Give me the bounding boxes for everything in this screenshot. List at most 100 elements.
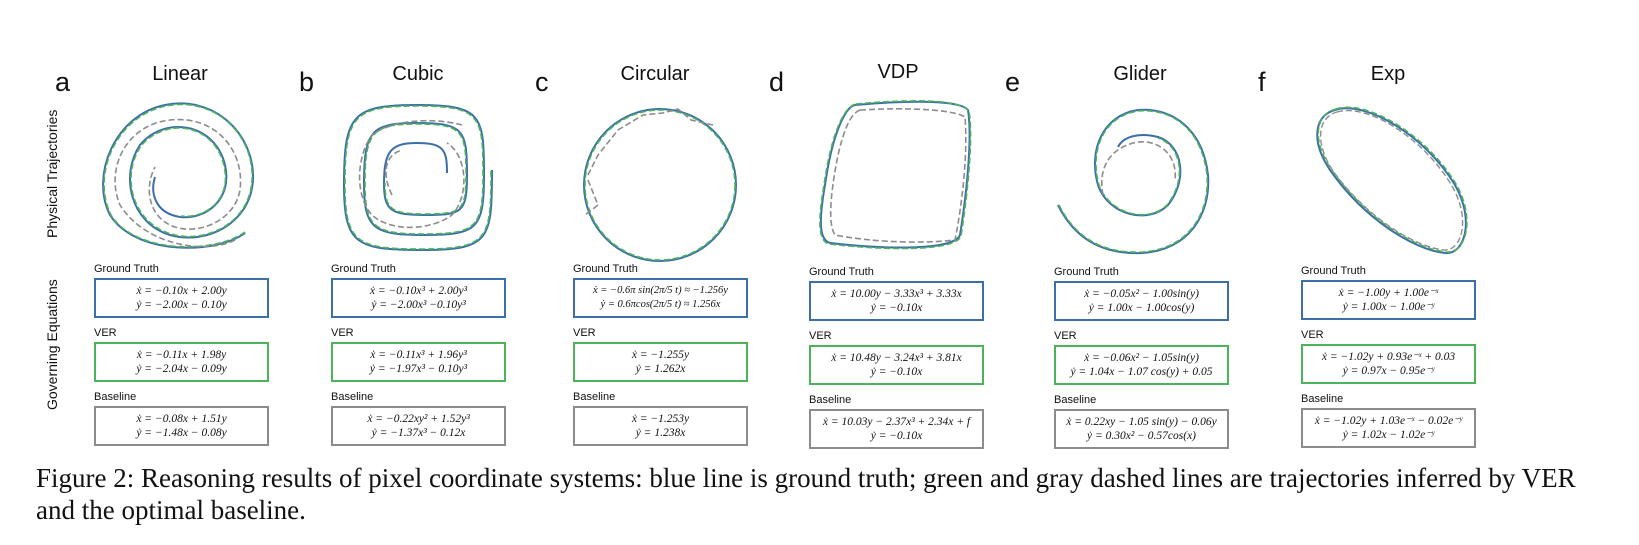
gt-trajectory xyxy=(1057,108,1210,255)
ver-eq-y: ẏ = −1.97x³ − 0.10y³ xyxy=(369,363,468,375)
ver-box: ẋ = −1.255y ẏ = 1.262x xyxy=(573,342,748,382)
baseline-trajectory xyxy=(829,108,967,243)
panel-title-linear: Linear xyxy=(152,63,208,85)
label-ground-truth: Ground Truth xyxy=(331,263,396,275)
label-baseline: Baseline xyxy=(94,391,137,403)
baseline-box: ẋ = −1.02y + 1.03e⁻ˣ − 0.02e⁻ʸ ẏ = 1.02x… xyxy=(1301,408,1476,448)
label-ground-truth: Ground Truth xyxy=(573,263,638,275)
ver-box: ẋ = −0.11x³ + 1.96y³ ẏ = −1.97x³ − 0.10y… xyxy=(331,342,506,382)
panel-title-exp: Exp xyxy=(1370,63,1406,85)
panel-title-vdp: VDP xyxy=(877,61,919,83)
panel-title-cubic: Cubic xyxy=(392,63,444,85)
label-baseline: Baseline xyxy=(1054,394,1097,406)
base-eq-x: ẋ = −0.08x + 1.51y xyxy=(136,413,227,425)
label-baseline: Baseline xyxy=(573,391,616,403)
label-ground-truth: Ground Truth xyxy=(94,263,159,275)
equations-exp: Ground Truth ẋ = −1.00y + 1.00e⁻ˣ ẏ = 1.… xyxy=(1301,264,1476,456)
gt-eq-y: ẏ = −0.10x xyxy=(870,302,923,314)
label-baseline: Baseline xyxy=(331,391,374,403)
ver-box: ẋ = −0.06x² − 1.05sin(y) ẏ = 1.04x − 1.0… xyxy=(1054,345,1229,385)
equations-vdp: Ground Truth ẋ = 10.00y − 3.33x³ + 3.33x… xyxy=(809,265,984,457)
base-eq-x: ẋ = −1.02y + 1.03e⁻ˣ − 0.02e⁻ʸ xyxy=(1314,415,1463,427)
label-ground-truth: Ground Truth xyxy=(1054,266,1119,278)
panel-letter-a: a xyxy=(55,67,71,97)
base-eq-y: ẏ = 1.02x − 1.02e⁻ʸ xyxy=(1342,429,1435,441)
panel-letter-c: c xyxy=(535,67,549,97)
baseline-box: ẋ = 0.22xy − 1.05 sin(y) − 0.06y ẏ = 0.3… xyxy=(1054,409,1229,449)
ver-eq-y: ẏ = 1.04x − 1.07 cos(y) + 0.05 xyxy=(1070,366,1213,378)
gt-eq-x: ẋ = −1.00y + 1.00e⁻ˣ xyxy=(1338,287,1439,299)
baseline-trajectory xyxy=(114,118,242,248)
equations-cubic: Ground Truth ẋ = −0.10x³ + 2.00y³ ẏ = −2… xyxy=(331,262,506,454)
trajectory-plot-cubic xyxy=(342,103,493,252)
panel-letter-d: d xyxy=(769,67,785,97)
baseline-box: ẋ = 10.03y − 2.37x³ + 2.34x + f ẏ = −0.1… xyxy=(809,409,984,449)
base-eq-y: ẏ = 0.30x² − 0.57cos(x) xyxy=(1086,430,1197,442)
ground-truth-box: ẋ = −0.05x² − 1.00sin(y) ẏ = 1.00x − 1.0… xyxy=(1054,281,1229,321)
baseline-trajectory xyxy=(584,108,714,216)
baseline-trajectory xyxy=(358,119,465,229)
label-ver: VER xyxy=(94,327,117,339)
label-ver: VER xyxy=(809,330,832,342)
gt-eq-x: ẋ = 10.00y − 3.33x³ + 3.33x xyxy=(831,288,962,300)
row-label-trajectories: Physical Trajectories xyxy=(44,109,60,238)
ver-trajectory xyxy=(819,100,972,250)
equations-linear: Ground Truth ẋ = −0.10x + 2.00y ẏ = −2.0… xyxy=(94,262,269,454)
base-eq-y: ẏ = −1.37x³ − 0.12x xyxy=(371,427,466,439)
gt-trajectory xyxy=(1316,107,1467,255)
base-eq-y: ẏ = 1.238x xyxy=(635,427,686,439)
ver-trajectory xyxy=(1058,110,1209,253)
equations-circular: Ground Truth ẋ = −0.6π sin(2π/5 t) ≈ −1.… xyxy=(573,262,748,454)
label-ver: VER xyxy=(1054,330,1077,342)
gt-eq-x: ẋ = −0.10x³ + 2.00y³ xyxy=(369,285,468,297)
label-ver: VER xyxy=(1301,329,1324,341)
ver-eq-x: ẋ = −1.02y + 0.93e⁻ˣ + 0.03 xyxy=(1321,351,1456,363)
label-baseline: Baseline xyxy=(809,394,852,406)
ver-box: ẋ = −0.11x + 1.98y ẏ = −2.04x − 0.09y xyxy=(94,342,269,382)
ver-eq-x: ẋ = 10.48y − 3.24x³ + 3.81x xyxy=(831,352,962,364)
gt-eq-y: ẏ = 0.6πcos(2π/5 t) ≈ 1.256x xyxy=(600,299,721,310)
row-label-equations: Governing Equations xyxy=(44,279,60,410)
base-eq-x: ẋ = 0.22xy − 1.05 sin(y) − 0.06y xyxy=(1066,416,1217,428)
base-eq-x: ẋ = −1.253y xyxy=(631,413,690,425)
base-eq-x: ẋ = −0.22xy² + 1.52y³ xyxy=(367,413,470,425)
figure-caption: Figure 2: Reasoning results of pixel coo… xyxy=(36,463,1576,525)
panel-title-circular: Circular xyxy=(620,63,690,85)
gt-eq-y: ẏ = 1.00x − 1.00cos(y) xyxy=(1088,302,1195,314)
gt-trajectory xyxy=(819,100,971,249)
panel-letter-b: b xyxy=(299,67,315,97)
ver-eq-y: ẏ = 0.97x − 0.95e⁻ʸ xyxy=(1342,365,1435,377)
ver-eq-y: ẏ = −2.04x − 0.09y xyxy=(136,363,227,375)
gt-eq-x: ẋ = −0.10x + 2.00y xyxy=(136,285,227,297)
label-baseline: Baseline xyxy=(1301,393,1344,405)
label-ver: VER xyxy=(331,327,354,339)
panel-letter-f: f xyxy=(1258,67,1266,97)
trajectory-plot-circular xyxy=(583,108,737,262)
ground-truth-box: ẋ = −1.00y + 1.00e⁻ˣ ẏ = 1.00x − 1.00e⁻ʸ xyxy=(1301,280,1476,320)
ver-box: ẋ = −1.02y + 0.93e⁻ˣ + 0.03 ẏ = 0.97x − … xyxy=(1301,344,1476,384)
baseline-box: ẋ = −0.08x + 1.51y ẏ = −1.48x − 0.08y xyxy=(94,406,269,446)
ver-trajectory xyxy=(344,105,492,250)
gt-trajectory xyxy=(583,108,737,262)
trajectory-plot-glider xyxy=(1057,108,1210,255)
gt-eq-y: ẏ = 1.00x − 1.00e⁻ʸ xyxy=(1342,301,1435,313)
base-eq-y: ẏ = −1.48x − 0.08y xyxy=(136,427,227,439)
ver-trajectory xyxy=(584,109,736,261)
ver-trajectory xyxy=(103,103,253,248)
ground-truth-box: ẋ = −0.6π sin(2π/5 t) ≈ −1.256y ẏ = 0.6π… xyxy=(573,278,748,318)
panel-title-glider: Glider xyxy=(1113,63,1167,85)
ground-truth-box: ẋ = 10.00y − 3.33x³ + 3.33x ẏ = −0.10x xyxy=(809,281,984,321)
trajectory-plot-exp xyxy=(1316,106,1468,255)
label-ver: VER xyxy=(573,327,596,339)
base-eq-x: ẋ = 10.03y − 2.37x³ + 2.34x + f xyxy=(822,416,971,428)
ver-eq-x: ẋ = −1.255y xyxy=(631,349,690,361)
equations-glider: Ground Truth ẋ = −0.05x² − 1.00sin(y) ẏ … xyxy=(1054,265,1229,457)
ver-trajectory xyxy=(1317,106,1468,253)
gt-eq-y: ẏ = −2.00x − 0.10y xyxy=(136,299,227,311)
ver-eq-y: ẏ = −0.10x xyxy=(870,366,923,378)
ground-truth-box: ẋ = −0.10x³ + 2.00y³ ẏ = −2.00x³ −0.10y³ xyxy=(331,278,506,318)
gt-trajectory xyxy=(342,103,493,252)
label-ground-truth: Ground Truth xyxy=(1301,265,1366,277)
baseline-trajectory xyxy=(1101,141,1176,196)
